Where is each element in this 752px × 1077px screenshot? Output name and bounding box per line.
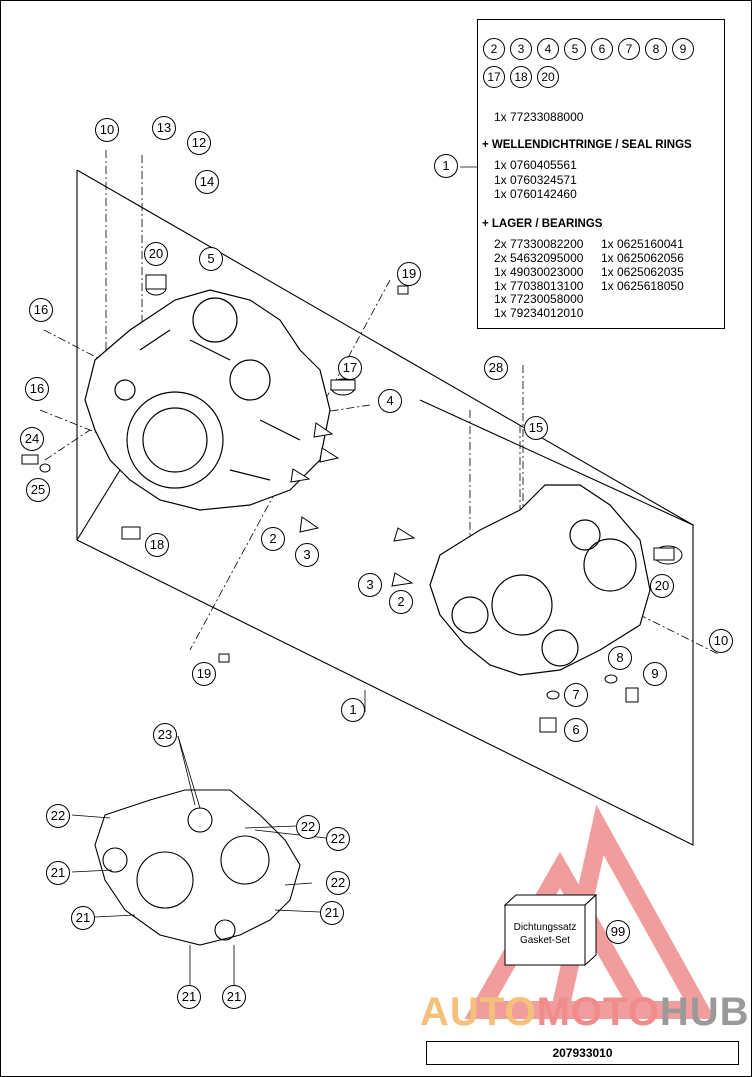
kit-callout[interactable]: 5 [564, 38, 586, 60]
kit-part-number: 1x 77233088000 [494, 110, 584, 124]
gasket-label-en: Gasket-Set [519, 935, 571, 946]
watermark-part-3: HUB [659, 990, 750, 1034]
bearing-left-5: 1x 77230058000 [494, 292, 584, 306]
callout-99[interactable]: 99 [606, 920, 630, 944]
callout-20b[interactable]: 20 [650, 574, 674, 598]
seal-ring-3: 1x 0760142460 [494, 187, 577, 201]
small-parts [21, 274, 683, 733]
kit-callout[interactable]: 6 [591, 38, 613, 60]
parts-legend: 2 3 4 5 6 7 8 9 17 18 20 1x 77233088000 … [477, 19, 725, 329]
callout-3[interactable]: 3 [295, 543, 319, 567]
gasket-set-label: Dichtungssatz Gasket-Set [505, 906, 585, 960]
bearing-right-4: 1x 0625618050 [601, 279, 684, 293]
callout-21b[interactable]: 21 [71, 906, 95, 930]
callout-16b[interactable]: 16 [25, 377, 49, 401]
bearing-left-4: 1x 77038013100 [494, 279, 584, 293]
seal-ring-1: 1x 0760405561 [494, 158, 577, 172]
bearings-header: + LAGER / BEARINGS [482, 218, 603, 230]
callout-20[interactable]: 20 [144, 242, 168, 266]
callout-14[interactable]: 14 [195, 170, 219, 194]
kit-items-row-1: 2 3 4 5 6 7 8 9 [483, 38, 694, 60]
bearing-left-1: 2x 77330082200 [494, 237, 584, 251]
callout-12[interactable]: 12 [187, 131, 211, 155]
callout-10[interactable]: 10 [95, 118, 119, 142]
callout-6[interactable]: 6 [564, 718, 588, 742]
exploded-box [76, 169, 694, 846]
callout-22b[interactable]: 22 [296, 815, 320, 839]
callout-24[interactable]: 24 [20, 427, 44, 451]
callout-2[interactable]: 2 [261, 527, 285, 551]
gasket-set-box [503, 893, 598, 967]
callout-22c[interactable]: 22 [326, 827, 350, 851]
bearing-right-2: 1x 0625062056 [601, 251, 684, 265]
watermark-text: AUTOMOTOHUB [420, 990, 750, 1035]
crankcase-bottom-view [94, 789, 301, 946]
watermark-part-2: MOTO [536, 990, 660, 1034]
kit-callout[interactable]: 20 [537, 66, 559, 88]
bearing-left-6: 1x 79234012010 [494, 306, 584, 320]
gasket-label-de: Dichtungssatz [513, 922, 577, 933]
callout-28[interactable]: 28 [484, 356, 508, 380]
kit-callout[interactable]: 18 [510, 66, 532, 88]
callout-3b[interactable]: 3 [358, 573, 382, 597]
right-crankcase-half [429, 484, 651, 676]
kit-callout[interactable]: 9 [672, 38, 694, 60]
callout-8[interactable]: 8 [608, 646, 632, 670]
callout-25[interactable]: 25 [26, 478, 50, 502]
callout-22[interactable]: 22 [46, 804, 70, 828]
callout-2b[interactable]: 2 [389, 590, 413, 614]
kit-callout[interactable]: 7 [618, 38, 640, 60]
bearing-right-1: 1x 0625160041 [601, 237, 684, 251]
kit-callout[interactable]: 17 [483, 66, 505, 88]
callout-7[interactable]: 7 [564, 683, 588, 707]
callout-18[interactable]: 18 [145, 533, 169, 557]
callout-4[interactable]: 4 [378, 389, 402, 413]
kit-callout[interactable]: 2 [483, 38, 505, 60]
kit-items-row-2: 17 18 20 [483, 66, 559, 88]
callout-16[interactable]: 16 [29, 298, 53, 322]
callout-22d[interactable]: 22 [326, 871, 350, 895]
callout-10b[interactable]: 10 [709, 629, 733, 653]
callout-15[interactable]: 15 [524, 416, 548, 440]
legend-callout-1[interactable]: 1 [434, 154, 458, 178]
seal-ring-2: 1x 0760324571 [494, 173, 577, 187]
callout-19b[interactable]: 19 [192, 662, 216, 686]
callout-5[interactable]: 5 [199, 247, 223, 271]
bottom-view-leaders [71, 166, 477, 985]
callout-21e[interactable]: 21 [222, 985, 246, 1009]
callout-21c[interactable]: 21 [320, 901, 344, 925]
kit-callout[interactable]: 8 [645, 38, 667, 60]
left-crankcase-half [84, 289, 331, 511]
drawing-number: 207933010 [426, 1041, 739, 1065]
bearing-left-3: 1x 49030023000 [494, 265, 584, 279]
callout-21d[interactable]: 21 [177, 985, 201, 1009]
bearing-right-3: 1x 0625062035 [601, 265, 684, 279]
seal-rings-header: + WELLENDICHTRINGE / SEAL RINGS [482, 139, 692, 151]
kit-callout[interactable]: 4 [537, 38, 559, 60]
bearing-left-2: 2x 54632095000 [494, 251, 584, 265]
callout-19[interactable]: 19 [397, 262, 421, 286]
callout-21[interactable]: 21 [46, 861, 70, 885]
kit-callout[interactable]: 3 [510, 38, 532, 60]
callout-9[interactable]: 9 [643, 662, 667, 686]
callout-13[interactable]: 13 [152, 116, 176, 140]
watermark-part-1: AUTO [420, 990, 537, 1034]
callout-23[interactable]: 23 [153, 723, 177, 747]
callout-1[interactable]: 1 [341, 698, 365, 722]
callout-17[interactable]: 17 [338, 356, 362, 380]
